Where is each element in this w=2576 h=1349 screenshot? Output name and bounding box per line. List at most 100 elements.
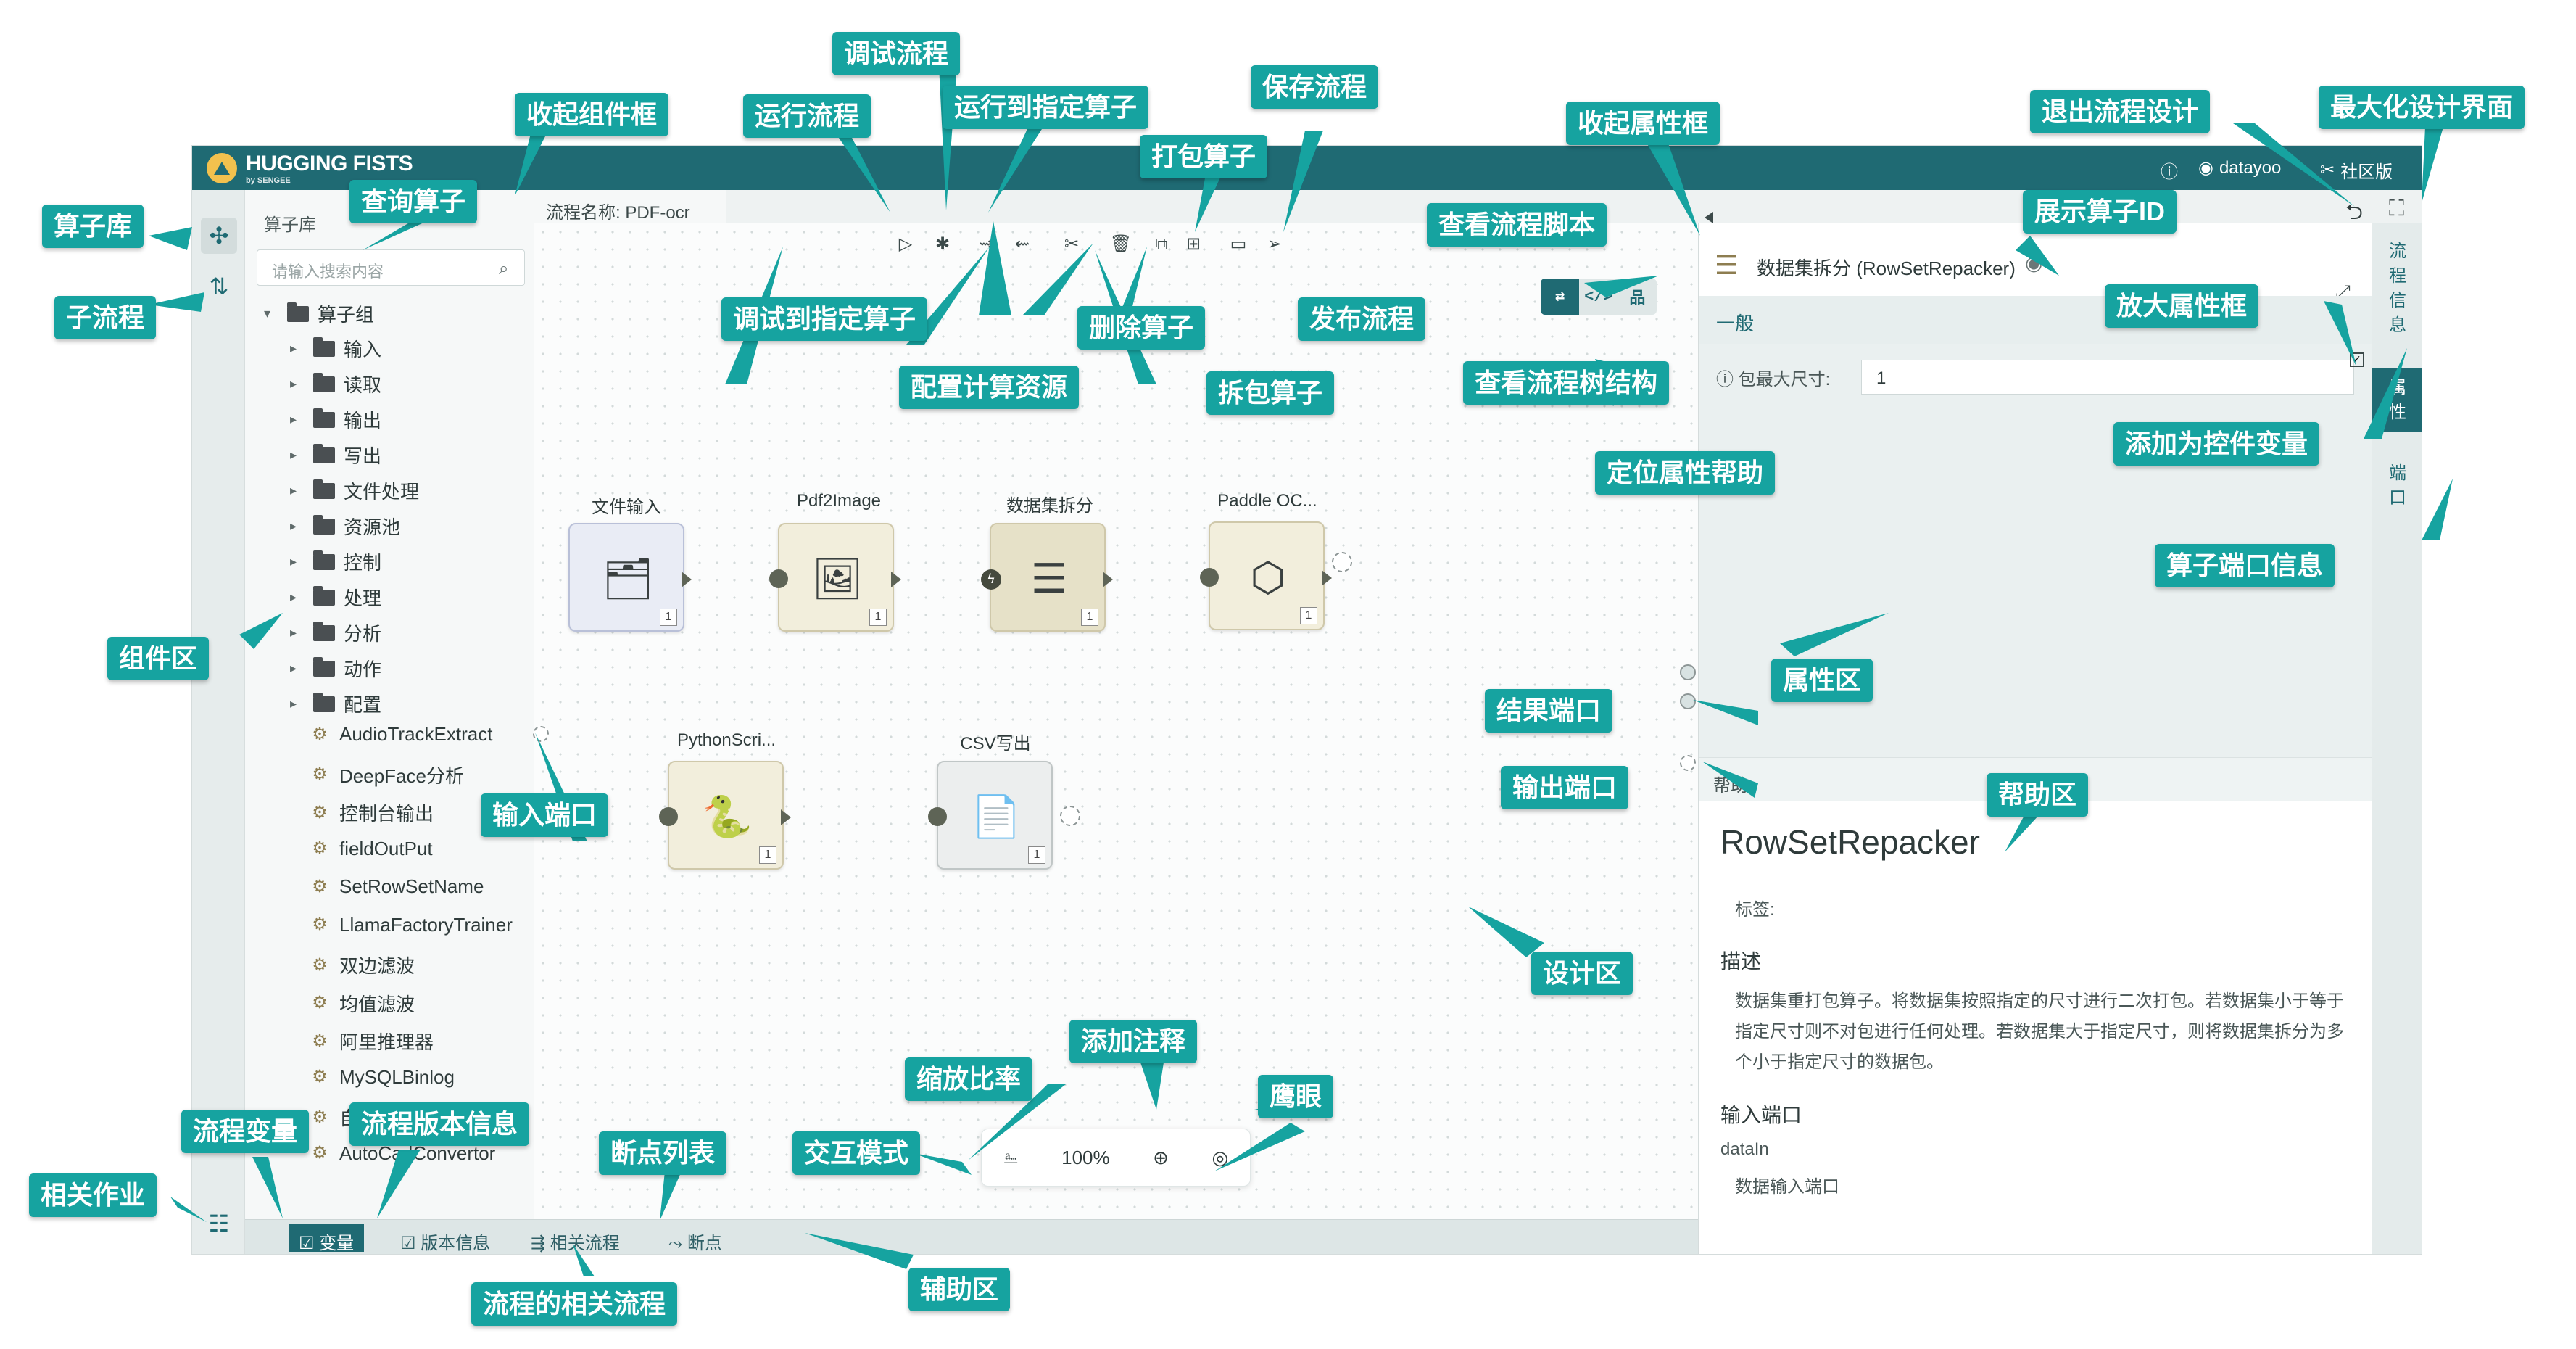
tree-folder[interactable]: ▸输出 xyxy=(290,406,381,433)
output-port-empty[interactable] xyxy=(1060,806,1080,826)
eye-icon[interactable]: ◉ xyxy=(2025,251,2043,275)
tree-folder[interactable]: ▸输入 xyxy=(290,335,381,362)
component-item[interactable]: ⚙阿里推理器 xyxy=(309,1028,434,1055)
canvas-input-port[interactable] xyxy=(533,726,549,742)
output-port[interactable] xyxy=(891,572,901,587)
component-item[interactable]: ⚙双边滤波 xyxy=(309,952,415,978)
tree-folder[interactable]: ▸动作 xyxy=(290,655,381,682)
related-jobs-icon[interactable]: ☷ xyxy=(208,1210,230,1237)
component-item[interactable]: ⚙控制台输出 xyxy=(309,799,434,826)
maximize-icon[interactable]: ⛶ xyxy=(2389,196,2404,221)
run-icon[interactable]: ▷ xyxy=(898,234,913,254)
help-locate-icon[interactable]: ⓘ xyxy=(1716,369,1739,389)
tab-variables[interactable]: ☑ 变量 xyxy=(289,1224,365,1253)
tree-folder[interactable]: ▸资源池 xyxy=(290,513,400,540)
tree-folder[interactable]: ▸配置 xyxy=(290,690,381,717)
edition-badge[interactable]: ✂社区版 xyxy=(2320,157,2393,183)
canvas-output-port[interactable] xyxy=(1680,755,1696,771)
output-port[interactable] xyxy=(682,572,692,587)
publish-icon[interactable]: ➢ xyxy=(1267,234,1283,254)
node-count: 1 xyxy=(869,609,887,626)
debug-icon[interactable]: ✱ xyxy=(935,234,951,254)
node-paddle-ocr[interactable]: ⬡ 1 xyxy=(1200,521,1352,630)
tree-group[interactable]: ▾算子组 xyxy=(264,300,374,327)
tree-folder[interactable]: ▸读取 xyxy=(290,371,381,397)
component-item[interactable]: ⚙fieldOutPut xyxy=(309,837,433,860)
config-resource-icon[interactable]: ✂ xyxy=(1064,234,1080,254)
component-icon: ⚙ xyxy=(312,764,328,784)
delete-icon[interactable]: 🗑 xyxy=(1109,234,1132,254)
component-item[interactable]: ⚙DeepFace分析 xyxy=(309,762,464,788)
chevron-right-icon: ▸ xyxy=(290,483,297,498)
result-port[interactable] xyxy=(1332,552,1352,572)
node-python-script[interactable]: 🐍 1 xyxy=(659,761,791,870)
tree-folder[interactable]: ▸文件处理 xyxy=(290,477,419,504)
info-icon[interactable]: ⓘ xyxy=(2161,162,2178,182)
zoom-level[interactable]: 100% xyxy=(1061,1146,1110,1168)
tab-flow-info[interactable]: 流程信息 xyxy=(2372,232,2422,345)
subflow-icon[interactable]: ⇅ xyxy=(209,273,229,300)
tree-folder[interactable]: ▸写出 xyxy=(290,442,381,469)
node-pdf2image[interactable]: 🖼 1 xyxy=(769,523,901,632)
node-rowset-repacker[interactable]: ϟ ☰ 1 xyxy=(981,523,1113,632)
input-port[interactable] xyxy=(769,569,788,588)
tab-related-flows[interactable]: ⇶ 相关流程 xyxy=(531,1234,620,1253)
tree-folder[interactable]: ▸处理 xyxy=(290,584,381,611)
output-port[interactable] xyxy=(1103,572,1113,587)
folder-icon xyxy=(287,302,309,322)
search-icon[interactable]: ⌕ xyxy=(499,258,509,279)
input-port[interactable] xyxy=(928,807,947,826)
interaction-mode-icon[interactable]: ⎁ xyxy=(1003,1146,1019,1168)
canvas-result-port[interactable] xyxy=(1680,693,1696,709)
component-item[interactable]: ⚙AudioTrackExtract xyxy=(309,723,492,746)
callout-enlarge-props: 放大属性框 xyxy=(2105,284,2259,328)
unpack-icon[interactable]: ⊞ xyxy=(1185,234,1201,254)
component-item[interactable]: ⚙MySQLBinlog xyxy=(309,1066,455,1089)
tab-ports-label: 端口 xyxy=(2389,463,2406,508)
run-to-icon[interactable]: ⇝ xyxy=(978,234,994,254)
operator-lib-icon[interactable]: ✣ xyxy=(201,218,237,254)
input-port[interactable] xyxy=(1200,568,1219,587)
property-row: ⓘ 包最大尺寸: 1 xyxy=(1716,358,2354,396)
tree-folder[interactable]: ▸控制 xyxy=(290,548,381,575)
tree-view-icon[interactable]: 品 xyxy=(1629,290,1646,308)
callout-related-jobs: 相关作业 xyxy=(29,1173,157,1217)
node-file-input[interactable]: 🗂 1 xyxy=(568,523,692,632)
node-csv-writer[interactable]: 📄 1 xyxy=(928,761,1080,870)
add-var-icon[interactable]: ✓ xyxy=(2350,352,2364,367)
chevron-right-icon: ▸ xyxy=(290,625,297,640)
callout-delete: 删除算子 xyxy=(1077,306,1206,350)
bolt-icon[interactable]: ϟ xyxy=(981,569,1001,590)
search-input[interactable]: 请输入搜索内容 xyxy=(257,249,525,286)
canvas-result-port[interactable] xyxy=(1680,664,1696,680)
component-item[interactable]: ⚙LlamaFactoryTrainer xyxy=(309,914,513,936)
callout-result-port: 结果端口 xyxy=(1485,689,1613,733)
debug-to-icon[interactable]: ⇜ xyxy=(1014,234,1030,254)
tab-version[interactable]: ☑ 版本信息 xyxy=(400,1234,491,1253)
max-size-field[interactable]: 1 xyxy=(1861,360,2354,395)
eagle-eye-icon[interactable]: ◎ xyxy=(1212,1146,1229,1168)
tab-properties[interactable]: 属性 xyxy=(2372,368,2422,432)
pack-icon[interactable]: ⧉ xyxy=(1155,234,1168,254)
script-view-icon[interactable]: </> xyxy=(1584,287,1613,306)
output-port[interactable] xyxy=(1322,570,1332,586)
callout-add-var: 添加为控件变量 xyxy=(2113,422,2320,466)
input-port[interactable] xyxy=(659,807,678,826)
callout-collapse-props: 收起属性框 xyxy=(1566,102,1720,145)
callout-view-tree: 查看流程树结构 xyxy=(1463,361,1670,405)
component-item[interactable]: ⚙SetRowSetName xyxy=(309,875,484,898)
tab-ports[interactable]: 端口 xyxy=(2372,454,2422,518)
save-icon[interactable]: ▭ xyxy=(1230,234,1247,254)
flow-view-icon[interactable]: ⇄ xyxy=(1541,279,1580,315)
output-port[interactable] xyxy=(781,809,791,825)
component-item[interactable]: ⚙均值滤波 xyxy=(309,990,415,1017)
tab-general[interactable]: 一般 xyxy=(1699,296,2372,344)
chevron-down-icon: ▾ xyxy=(264,306,271,321)
tree-folder[interactable]: ▸分析 xyxy=(290,619,381,646)
tab-general-label: 一般 xyxy=(1716,313,1755,334)
tab-breakpoints[interactable]: ⤳ 断点 xyxy=(668,1234,722,1253)
add-note-icon[interactable]: ⊕ xyxy=(1153,1146,1169,1168)
user-menu[interactable]: ◉datayoo xyxy=(2198,157,2281,178)
collapse-props-icon[interactable] xyxy=(1705,212,1713,223)
component-label: fieldOutPut xyxy=(339,837,433,859)
